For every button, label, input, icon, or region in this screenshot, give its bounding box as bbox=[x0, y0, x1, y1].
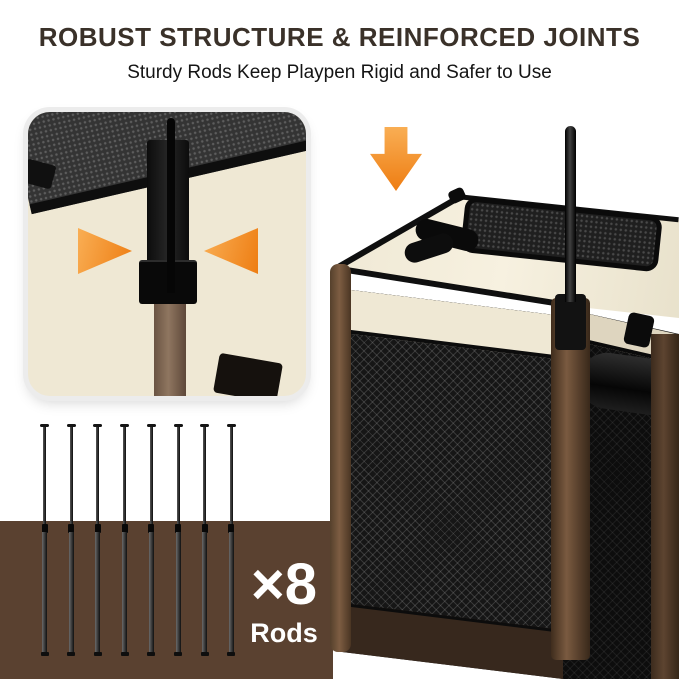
rod bbox=[66, 424, 76, 656]
back-corner-pole bbox=[651, 334, 679, 679]
rod bbox=[93, 424, 103, 656]
header: ROBUST STRUCTURE & REINFORCED JOINTS Stu… bbox=[0, 0, 679, 84]
page-title: ROBUST STRUCTURE & REINFORCED JOINTS bbox=[38, 22, 641, 52]
joint-detail-inset bbox=[28, 112, 306, 396]
rod bbox=[173, 424, 183, 656]
rod bbox=[120, 424, 130, 656]
rod bbox=[40, 424, 49, 656]
strap-fragment bbox=[213, 352, 283, 396]
rods-count-label: ×8 bbox=[250, 552, 318, 617]
rod-sleeve bbox=[555, 294, 586, 350]
rod bbox=[200, 424, 210, 656]
rods-group bbox=[40, 424, 236, 656]
arrow-down-icon bbox=[370, 127, 422, 191]
page-subtitle: Sturdy Rods Keep Playpen Rigid and Safer… bbox=[127, 62, 552, 83]
front-base-band bbox=[335, 602, 563, 679]
left-corner-pole bbox=[330, 264, 351, 652]
front-mesh-wall bbox=[335, 288, 563, 679]
arrow-right-icon bbox=[78, 228, 132, 274]
rods-count-callout: ×8 Rods bbox=[228, 556, 340, 649]
rods-panel-background bbox=[0, 521, 333, 679]
steel-rod-closeup bbox=[167, 118, 175, 293]
corner-rod bbox=[565, 126, 576, 302]
rods-unit-label: Rods bbox=[250, 618, 318, 648]
rod bbox=[226, 424, 236, 656]
right-corner-pole bbox=[551, 298, 590, 660]
arrow-left-icon bbox=[204, 228, 258, 274]
rod bbox=[146, 424, 156, 656]
